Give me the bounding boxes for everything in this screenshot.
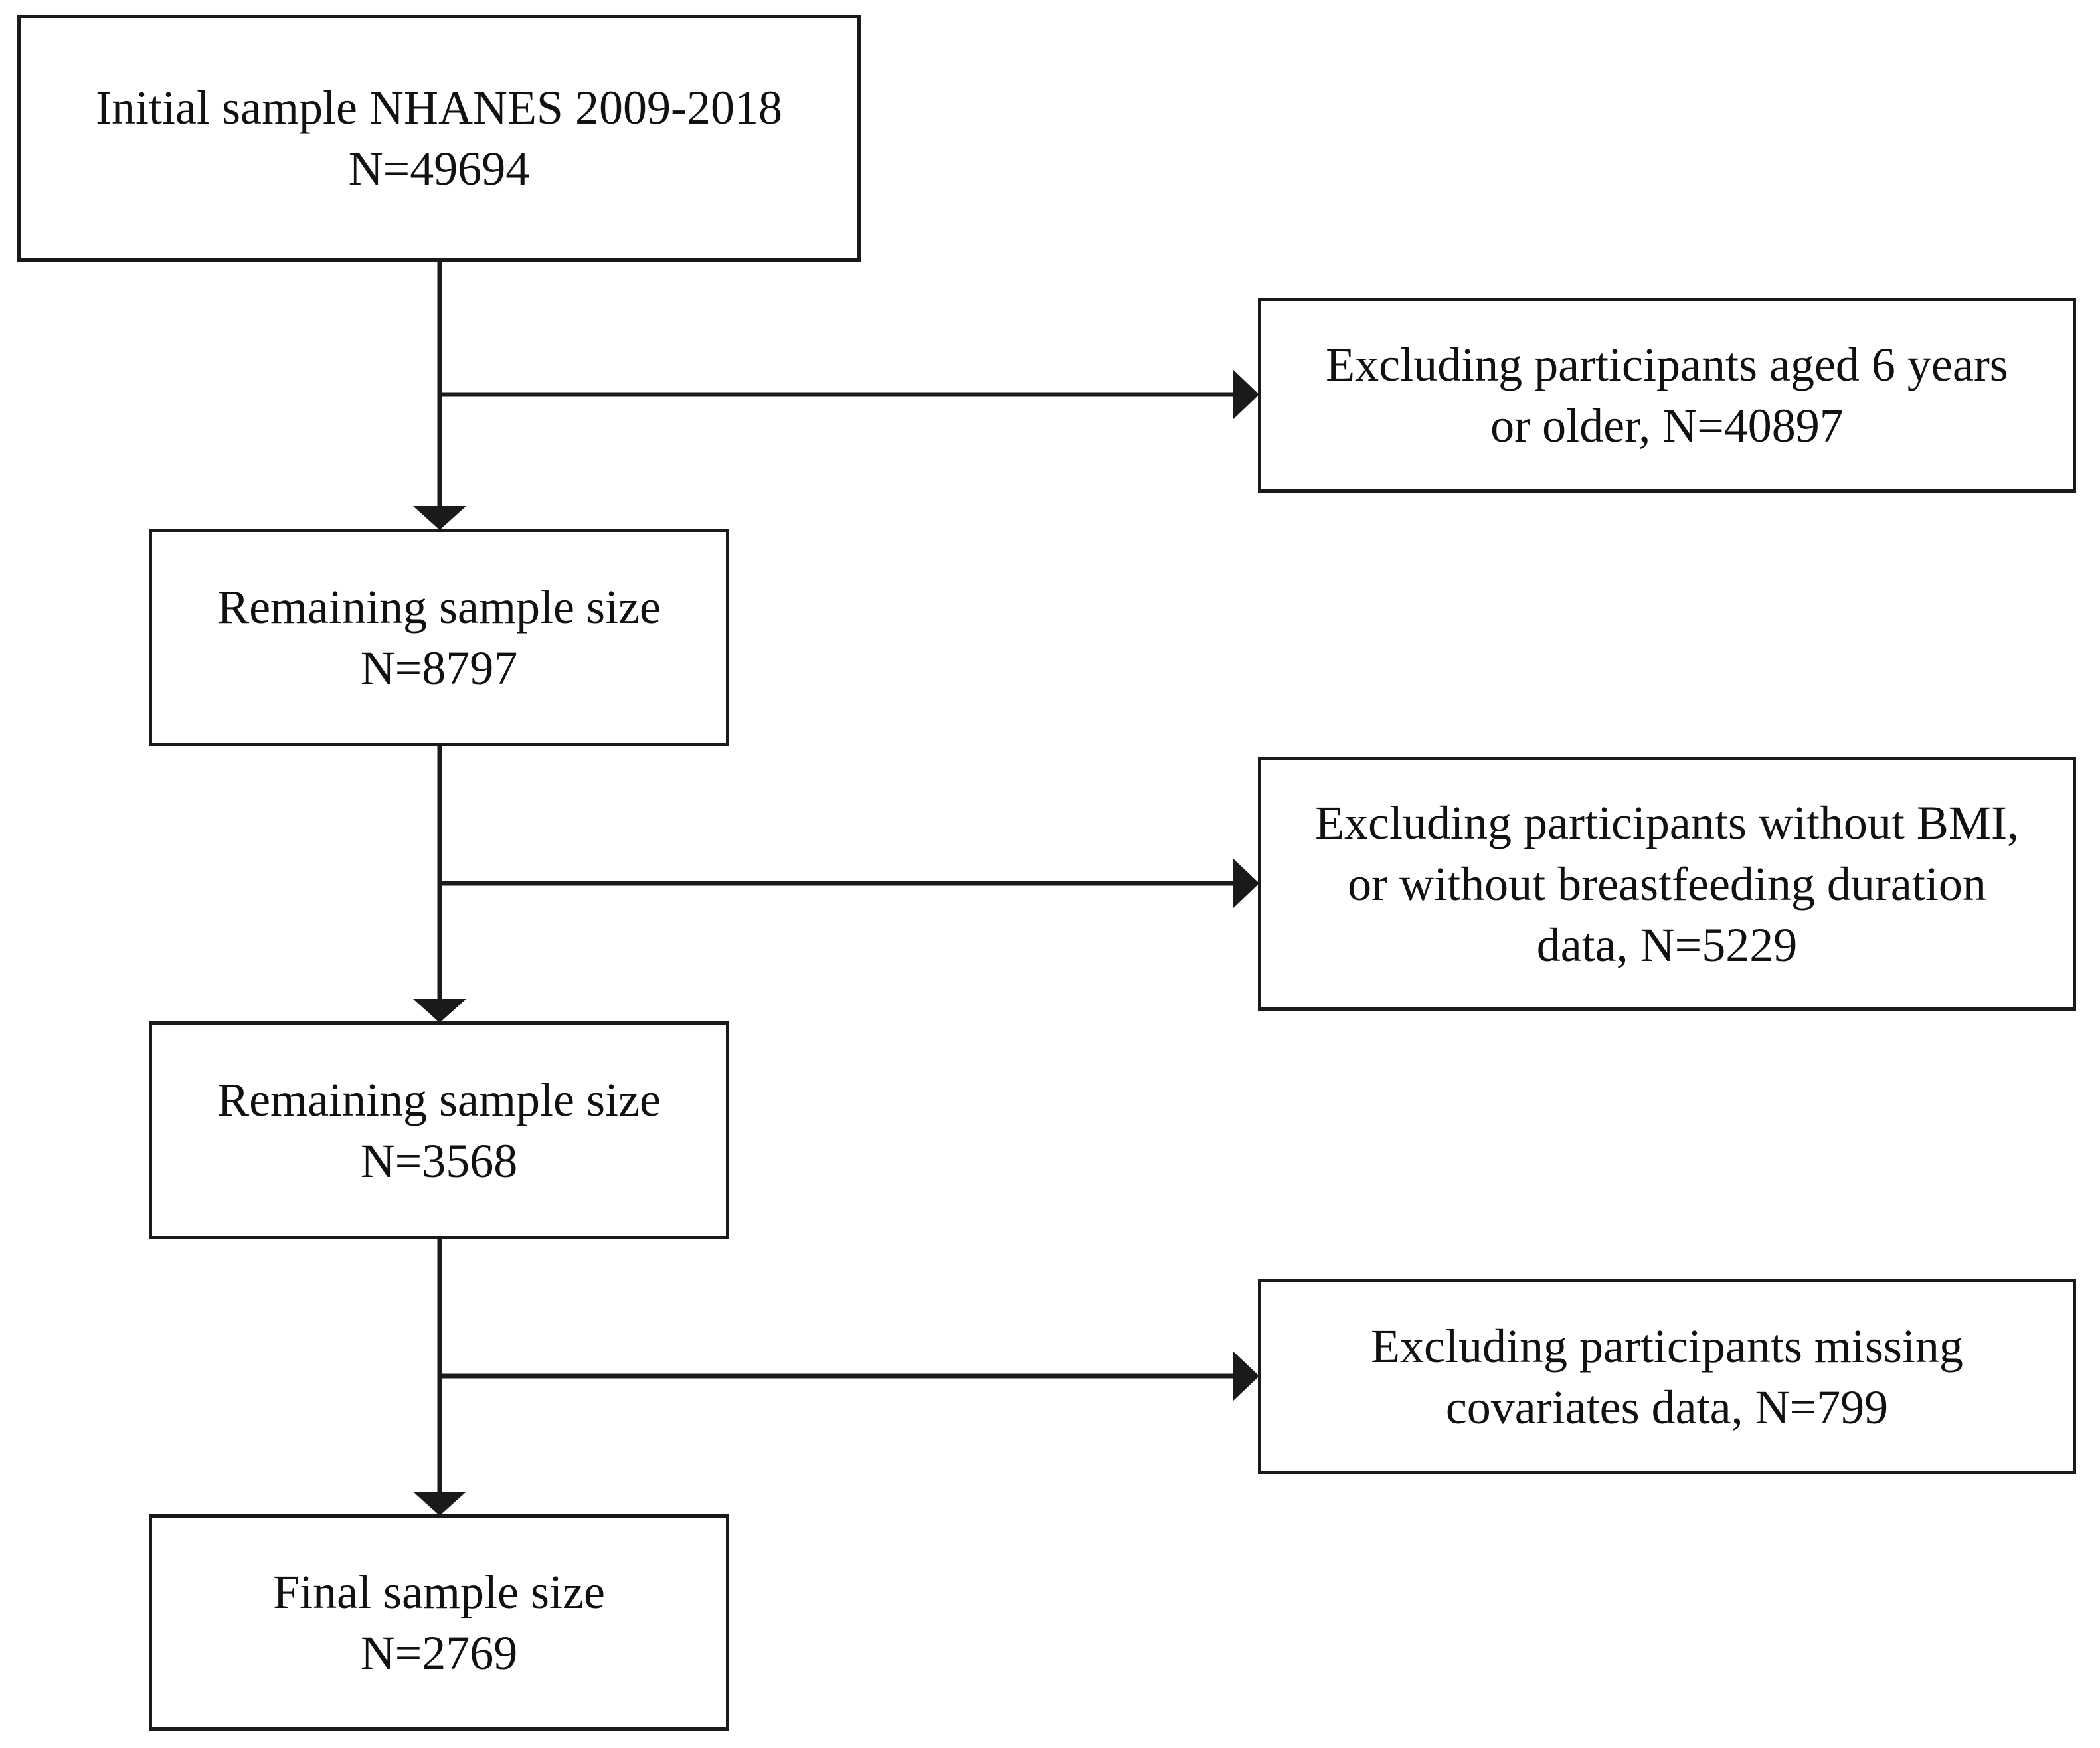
initial-sample-box: Initial sample NHANES 2009-2018 N=49694 (17, 15, 861, 262)
final-sample-count: N=2769 (360, 1626, 518, 1680)
remaining-sample-count-2: N=3568 (360, 1134, 518, 1187)
remaining-sample-count-1: N=8797 (360, 642, 518, 695)
exclusion-2-line-1: Excluding participants without BMI, (1315, 796, 2019, 849)
arrowhead-right-2 (1233, 858, 1259, 909)
remaining-sample-text-2: Remaining sample size N=3568 (217, 1069, 661, 1191)
remaining-sample-text-1: Remaining sample size N=8797 (217, 576, 661, 699)
exclusion-2-line-2: or without breastfeeding duration (1348, 857, 1986, 911)
final-sample-text: Final sample size N=2769 (273, 1561, 605, 1684)
exclusion-box-2: Excluding participants without BMI, or w… (1258, 757, 2076, 1011)
exclusion-box-1: Excluding participants aged 6 years or o… (1258, 298, 2076, 493)
exclusion-text-2: Excluding participants without BMI, or w… (1315, 792, 2019, 976)
remaining-sample-label-2: Remaining sample size (217, 1073, 661, 1126)
final-sample-label: Final sample size (273, 1565, 605, 1618)
arrowhead-right-1 (1233, 369, 1259, 420)
exclusion-3-line-1: Excluding participants missing (1371, 1320, 1963, 1373)
final-sample-box: Final sample size N=2769 (149, 1514, 729, 1731)
initial-sample-label: Initial sample NHANES 2009-2018 (96, 81, 782, 134)
initial-sample-count: N=49694 (348, 142, 530, 195)
exclusion-1-line-1: Excluding participants aged 6 years (1326, 338, 2008, 391)
exclusion-3-line-2: covariates data, N=799 (1445, 1381, 1889, 1434)
arrowhead-down-3 (413, 1492, 466, 1516)
exclusion-text-3: Excluding participants missing covariate… (1371, 1316, 1963, 1438)
exclusion-1-line-2: or older, N=40897 (1490, 399, 1844, 452)
arrowhead-right-3 (1233, 1351, 1259, 1401)
exclusion-text-1: Excluding participants aged 6 years or o… (1326, 334, 2008, 456)
initial-sample-text: Initial sample NHANES 2009-2018 N=49694 (96, 77, 782, 199)
arrowhead-down-1 (413, 506, 466, 530)
exclusion-2-line-3: data, N=5229 (1536, 918, 1798, 972)
exclusion-box-3: Excluding participants missing covariate… (1258, 1279, 2076, 1474)
remaining-sample-box-1: Remaining sample size N=8797 (149, 529, 729, 746)
remaining-sample-label-1: Remaining sample size (217, 580, 661, 634)
arrowhead-down-2 (413, 999, 466, 1023)
remaining-sample-box-2: Remaining sample size N=3568 (149, 1021, 729, 1239)
